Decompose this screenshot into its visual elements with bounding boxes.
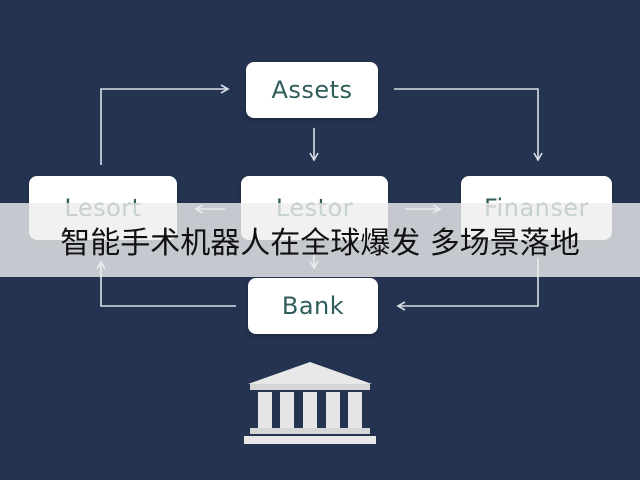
caption-text: 智能手术机器人在全球爆发 多场景落地 (60, 226, 580, 261)
arrow-lesort-to-assets (100, 84, 230, 165)
arrow-assets-to-finanser (394, 88, 543, 162)
node-bank: Bank (248, 278, 378, 334)
node-bank-label: Bank (281, 292, 345, 320)
node-assets: Assets (246, 62, 378, 118)
caption-banner: 智能手术机器人在全球爆发 多场景落地 (0, 203, 640, 277)
node-assets-label: Assets (271, 76, 353, 104)
bank-building-icon (244, 362, 376, 444)
